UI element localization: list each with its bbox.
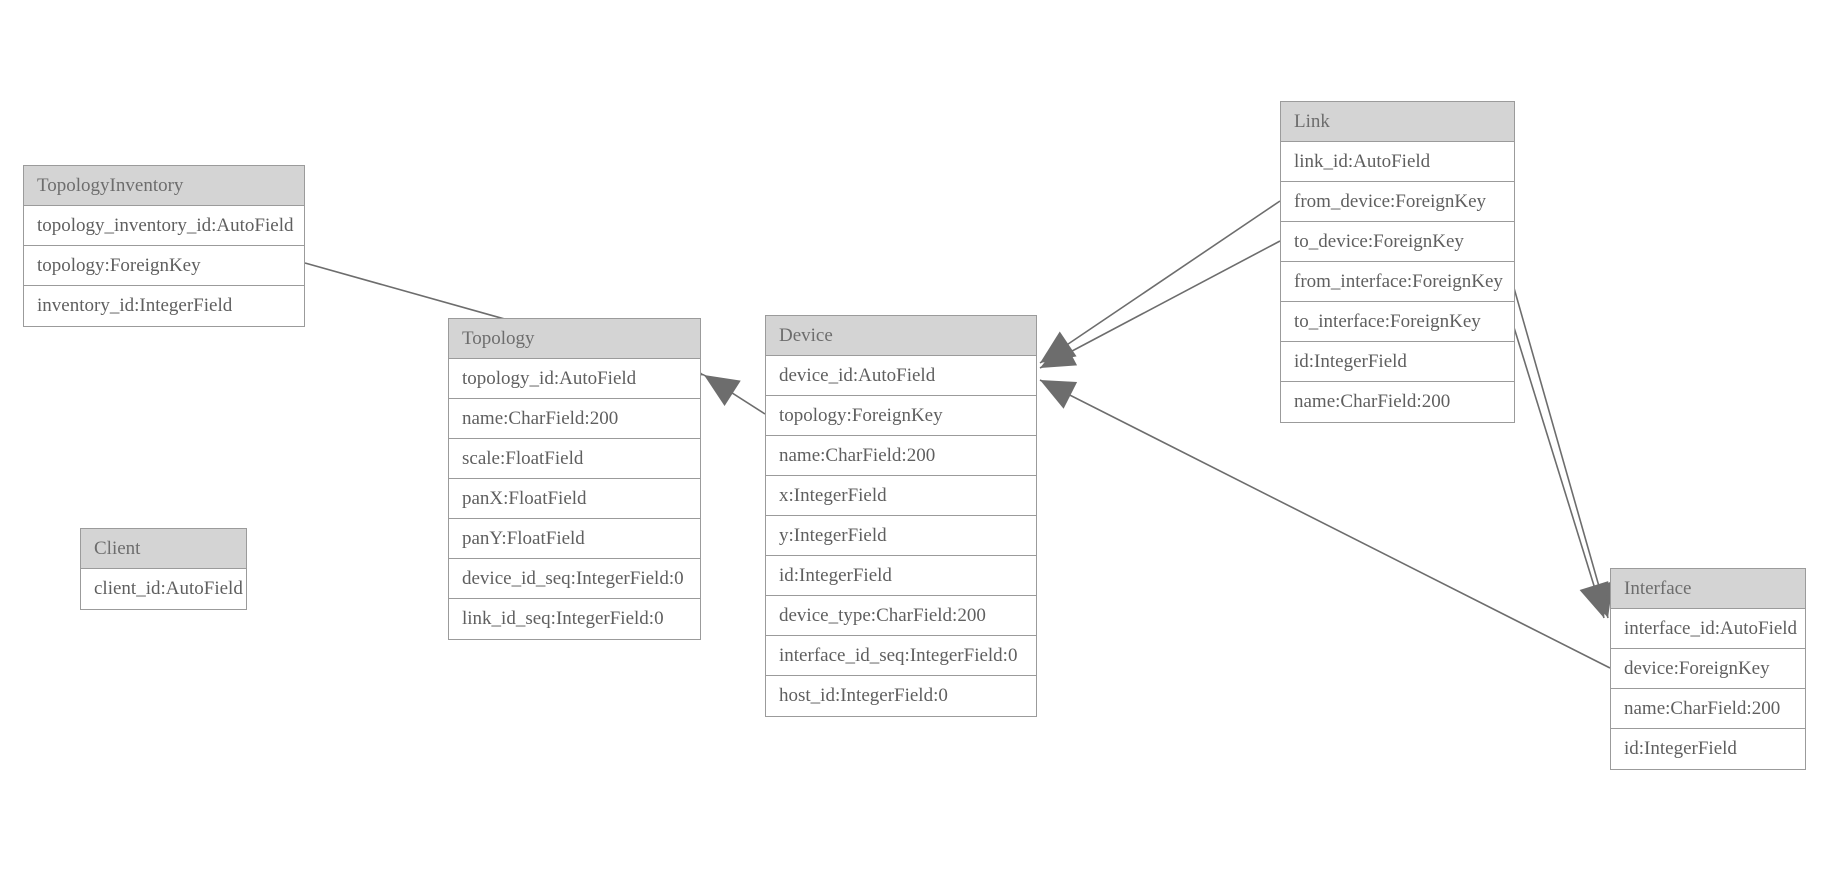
relationship-line [1039, 200, 1281, 364]
entity-field-row: topology:ForeignKey [24, 246, 304, 286]
entity-field-row: device_id:AutoField [766, 356, 1036, 396]
entity-field-row: name:CharField:200 [449, 399, 700, 439]
entity-field-row: id:IntegerField [1281, 342, 1514, 382]
relationship-line [1511, 280, 1609, 619]
entity-title-link: Link [1281, 102, 1514, 142]
relationship-link-to_device [1039, 240, 1281, 369]
entity-field-row: inventory_id:IntegerField [24, 286, 304, 326]
relationship-line [1039, 240, 1281, 369]
relationship-link-to_interface [1511, 320, 1609, 619]
entity-field-row: to_interface:ForeignKey [1281, 302, 1514, 342]
entity-title-interface: Interface [1611, 569, 1805, 609]
entity-field-row: panY:FloatField [449, 519, 700, 559]
entity-field-row: topology:ForeignKey [766, 396, 1036, 436]
entity-field-row: name:CharField:200 [1281, 382, 1514, 422]
relationship-arrowhead [1040, 331, 1077, 363]
relationship-line [1039, 379, 1611, 669]
entity-field-row: device_id_seq:IntegerField:0 [449, 559, 700, 599]
entity-field-row: interface_id:AutoField [1611, 609, 1805, 649]
entity-field-row: y:IntegerField [766, 516, 1036, 556]
entity-field-row: device_type:CharField:200 [766, 596, 1036, 636]
entity-title-topology: Topology [449, 319, 700, 359]
entity-field-row: id:IntegerField [766, 556, 1036, 596]
entity-field-row: link_id_seq:IntegerField:0 [449, 599, 700, 639]
relationship-arrowhead [704, 375, 741, 406]
entity-field-row: name:CharField:200 [1611, 689, 1805, 729]
entity-field-row: to_device:ForeignKey [1281, 222, 1514, 262]
entity-title-topologyinventory: TopologyInventory [24, 166, 304, 206]
relationship-line [1511, 320, 1605, 619]
relationship-arrowhead [1040, 338, 1078, 368]
entity-field-row: scale:FloatField [449, 439, 700, 479]
entity-field-row: topology_id:AutoField [449, 359, 700, 399]
entity-field-row: client_id:AutoField [81, 569, 246, 609]
entity-field-row: name:CharField:200 [766, 436, 1036, 476]
entity-field-row: x:IntegerField [766, 476, 1036, 516]
entity-field-row: device:ForeignKey [1611, 649, 1805, 689]
entity-field-row: panX:FloatField [449, 479, 700, 519]
entity-field-row: interface_id_seq:IntegerField:0 [766, 636, 1036, 676]
entity-field-row: from_device:ForeignKey [1281, 182, 1514, 222]
entity-title-client: Client [81, 529, 246, 569]
relationship-arrowhead [1040, 380, 1078, 409]
relationship-link-from_interface [1511, 280, 1614, 619]
entity-field-row: id:IntegerField [1611, 729, 1805, 769]
entity-field-row: host_id:IntegerField:0 [766, 676, 1036, 716]
entity-field-row: link_id:AutoField [1281, 142, 1514, 182]
relationship-link-from_device [1039, 200, 1281, 364]
entity-field-row: from_interface:ForeignKey [1281, 262, 1514, 302]
entity-field-row: topology_inventory_id:AutoField [24, 206, 304, 246]
entity-title-device: Device [766, 316, 1036, 356]
relationship-line [703, 374, 766, 415]
relationship-device-topology [703, 374, 766, 415]
